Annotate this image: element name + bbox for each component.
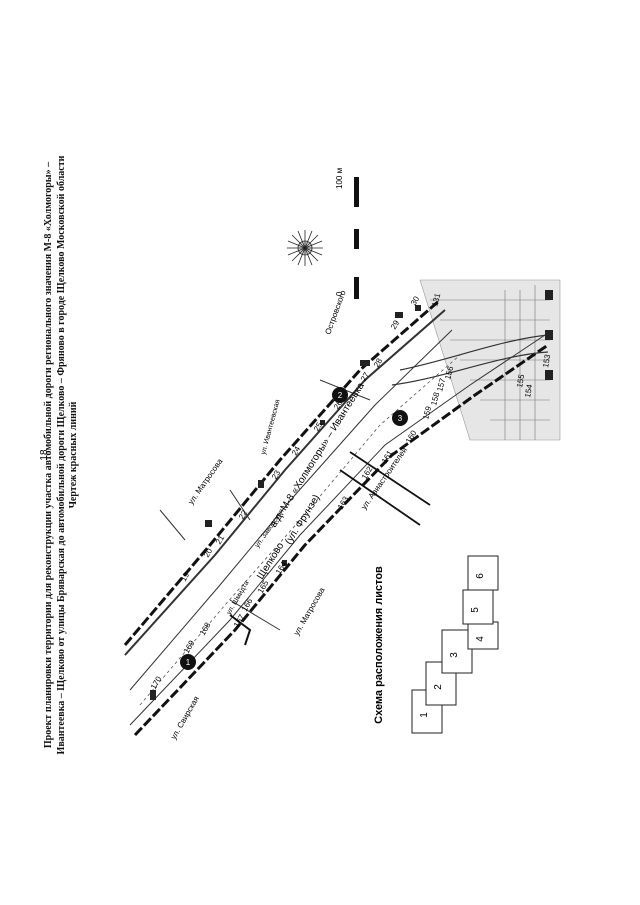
sheet-3 — [441, 629, 473, 674]
point-bottom-155: 155 — [515, 373, 526, 388]
sheet-6-label: 6 — [475, 573, 486, 579]
point-bottom-163: 163 — [336, 494, 351, 511]
street-label-zavodskaya: ул. Заводская — [254, 508, 286, 549]
point-bottom-165: 165 — [256, 578, 271, 595]
point-bottom-154: 154 — [523, 383, 534, 398]
sheet-5-label: 5 — [470, 607, 481, 613]
buildings — [150, 290, 553, 700]
marker-2-label: 2 — [338, 391, 343, 400]
street-label-matrosova-2: ул. Матросова — [292, 586, 327, 637]
marker-2: 2 — [332, 387, 348, 403]
point-top-131: 131 — [430, 292, 442, 308]
marker-3-label: 3 — [398, 414, 403, 423]
marker-1-label: 1 — [186, 658, 191, 667]
point-top-29: 29 — [389, 318, 402, 331]
compass-rose-icon — [287, 230, 323, 266]
sheet-6 — [467, 555, 499, 591]
sheet-4 — [467, 621, 499, 650]
point-bottom-153: 153 — [541, 353, 552, 368]
scale-end: 100 м — [335, 168, 344, 189]
marker-3: 3 — [392, 410, 408, 426]
sheet-layout-scheme: Схема расположения листов 1 2 3 4 5 6 — [373, 555, 499, 734]
road-corridor — [123, 298, 549, 737]
scale-bar: 0 100 м — [335, 168, 359, 299]
marker-1: 1 — [180, 654, 196, 670]
sheet-1-label: 1 — [419, 712, 430, 718]
point-bottom-159: 159 — [421, 405, 433, 421]
sheet-5 — [462, 589, 494, 625]
sheet-2-label: 2 — [433, 684, 444, 690]
street-label-ivanteevskaya: ул. Ивантеевская — [260, 399, 281, 456]
sheet-layout-title: Схема расположения листов — [373, 566, 385, 724]
point-top-168: 168 — [198, 620, 213, 637]
point-top-170: 170 — [149, 674, 164, 691]
point-bottom-157: 157 — [435, 377, 447, 393]
urban-area-hatch — [419, 279, 561, 441]
point-bottom-160: 160 — [404, 428, 419, 445]
point-top-24: 24 — [290, 444, 303, 457]
sheet-3-label: 3 — [449, 652, 460, 658]
point-bottom-156: 156 — [443, 365, 455, 381]
street-label-svirskaya: ул. Свирская — [169, 695, 201, 741]
sheet-4-label: 4 — [475, 636, 486, 642]
point-bottom-158: 158 — [429, 391, 441, 407]
street-label-matrosova-1: ул. Матросова — [186, 457, 224, 507]
point-top-27: 27 — [359, 370, 372, 383]
scale-zero: 0 — [335, 291, 344, 296]
